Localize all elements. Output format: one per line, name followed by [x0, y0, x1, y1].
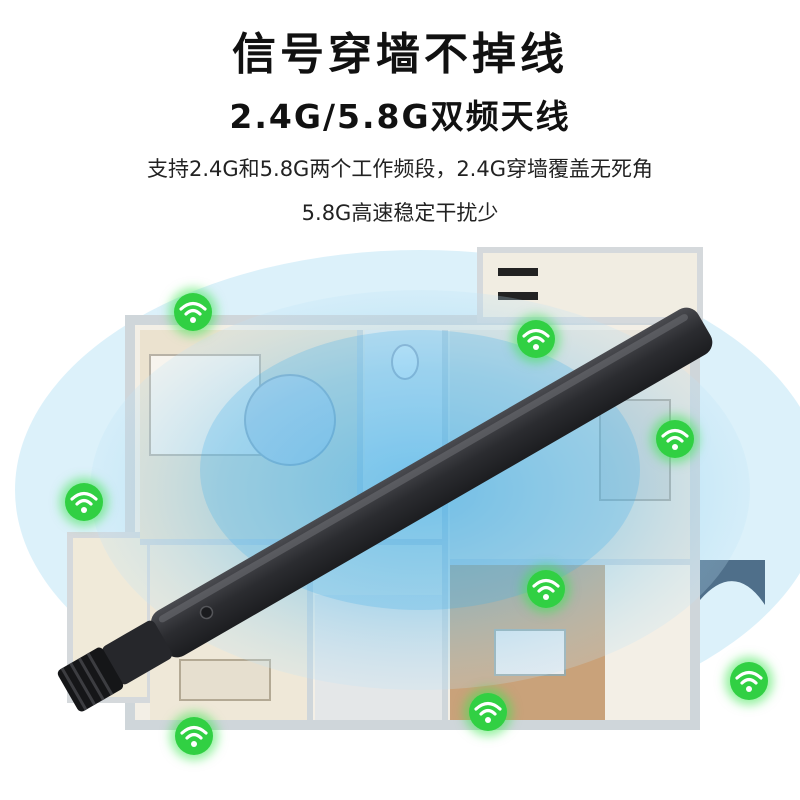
- wifi-signal-icon: [175, 717, 213, 755]
- wifi-signal-icon: [730, 662, 768, 700]
- description-line-2: 5.8G高速稳定干扰少: [301, 201, 499, 225]
- balcony-bar-2: [498, 292, 538, 300]
- wifi-signal-icon: [517, 320, 555, 358]
- subheadline: 2.4G/5.8G双频天线: [229, 97, 571, 136]
- antenna-body: [150, 307, 713, 658]
- wifi-signal-icon: [527, 570, 565, 608]
- connector-ridge-4: [86, 652, 114, 696]
- wifi-signal-icon: [65, 483, 103, 521]
- antenna-hinge: [102, 620, 172, 685]
- desk: [179, 659, 271, 701]
- balcony-bar-1: [498, 268, 538, 276]
- connector-ridge-2: [69, 662, 96, 706]
- description-line-1: 支持2.4G和5.8G两个工作频段，2.4G穿墙覆盖无死角: [146, 157, 653, 181]
- headline: 信号穿墙不掉线: [232, 29, 568, 80]
- antenna: [57, 307, 713, 712]
- wifi-signal-icon: [469, 693, 507, 731]
- connector-ridge-1: [60, 667, 88, 711]
- antenna-button: [199, 605, 214, 620]
- wifi-signal-icon: [174, 293, 212, 331]
- wifi-signal-icon: [656, 420, 694, 458]
- antenna-highlight: [158, 314, 688, 623]
- connector-ridge-3: [78, 657, 105, 701]
